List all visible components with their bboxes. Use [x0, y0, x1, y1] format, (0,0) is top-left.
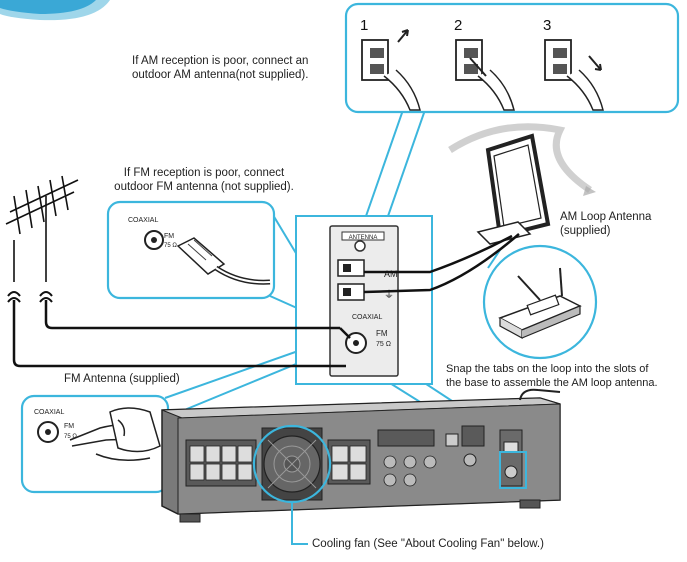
- supplied-fm-label: FM: [64, 423, 74, 430]
- step-2-illustration: [455, 39, 515, 111]
- step-3-illustration: [544, 39, 604, 111]
- callout-ohm-label: 75 Ω: [164, 243, 177, 249]
- corner-swoosh: [0, 0, 110, 21]
- am-reception-caption: If AM reception is poor, connect an outd…: [132, 55, 309, 81]
- fm-feed-wires: [7, 291, 346, 368]
- cooling-fan-caption: Cooling fan (See "About Cooling Fan" bel…: [312, 538, 544, 550]
- coax-plug-illustration: [176, 237, 271, 285]
- fm-reception-caption: If FM reception is poor, connect outdoor…: [114, 167, 294, 193]
- panel-coaxial-label: COAXIAL: [352, 314, 382, 321]
- hand-wire-illustration: [69, 407, 161, 461]
- rear-antenna-highlight: [499, 451, 527, 489]
- outdoor-fm-aerial: [5, 175, 79, 282]
- step-3-number: 3: [543, 17, 551, 34]
- am-loop-caption: AM Loop Antenna (supplied): [560, 211, 652, 237]
- am-loop-antenna: [448, 123, 596, 245]
- panel-fm-label: FM: [376, 329, 388, 338]
- snap-tabs-caption: Snap the tabs on the loop into the slots…: [446, 363, 658, 389]
- cooling-fan-leader: [291, 502, 308, 545]
- fm-antenna-supplied-caption: FM Antenna (supplied): [64, 373, 180, 385]
- loop-base-illustration: [498, 267, 582, 340]
- supplied-coaxial-label: COAXIAL: [34, 409, 64, 416]
- ground-terminal-label: ⏚: [384, 289, 394, 301]
- am-terminal-label: AM: [384, 269, 398, 279]
- step-1-number: 1: [360, 17, 368, 34]
- step-2-number: 2: [454, 17, 462, 34]
- terminal-steps-callout: [344, 2, 680, 114]
- step-1-illustration: [361, 29, 421, 111]
- supplied-ohm-label: 75 Ω: [64, 434, 77, 440]
- panel-ohm-label: 75 Ω: [376, 341, 391, 348]
- callout-coaxial-label: COAXIAL: [128, 217, 158, 224]
- panel-header-label: ANTENNA: [349, 235, 378, 241]
- callout-fm-label: FM: [164, 233, 174, 240]
